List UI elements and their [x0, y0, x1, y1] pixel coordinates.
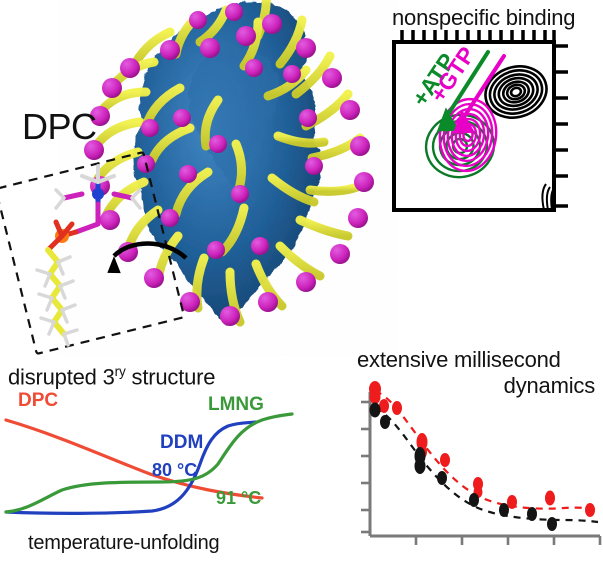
callout-arrow: [107, 241, 188, 274]
spectrum-top-ticks: [400, 30, 556, 42]
label-dpc: DPC: [18, 390, 58, 411]
curve-dpc: [4, 418, 264, 500]
dpc-label: DPC: [22, 106, 97, 147]
gtp-arrow: [452, 54, 506, 134]
thermal-unfolding-svg: DPC DDM 80 °C LMNG 91 °C: [4, 390, 294, 515]
atp-arrow: [436, 50, 490, 132]
data-points-series-1: [369, 381, 595, 517]
relaxation-dispersion-svg: [361, 381, 602, 545]
dpc-molecule-callout: [0, 151, 204, 355]
label-ddm-tm: 80 °C: [152, 460, 197, 480]
thermal-unfolding-chart: DPC DDM 80 °C LMNG 91 °C: [0, 390, 300, 522]
protein-surface: [58, 0, 398, 356]
fit-line-series-1: [374, 389, 599, 512]
dynamics-title-line1: extensive millisecond: [357, 347, 561, 372]
x-ticks: [414, 536, 602, 545]
dpc-molecule-svg: [0, 151, 188, 355]
relaxation-dispersion-chart: [352, 381, 603, 562]
dashed-frame: [0, 151, 185, 355]
label-lmng-tm: 91 °C: [216, 488, 261, 508]
label-ddm: DDM: [160, 432, 203, 453]
nonspecific-binding-spectrum: +ATP +GTP: [384, 0, 603, 248]
y-ticks: [361, 400, 370, 534]
spectrum-right-ticks: [554, 44, 568, 208]
protein-detergent-svg: [58, 0, 398, 356]
dynamics-title-line2: dynamics: [503, 373, 596, 398]
data-points-series-2: [369, 402, 557, 531]
spectrum-svg: +ATP +GTP: [392, 30, 568, 212]
nonspecific-binding-title: nonspecific binding: [392, 5, 576, 30]
unfolding-title-prefix: disrupted 3: [8, 364, 115, 390]
curve-lmng: [4, 412, 294, 514]
unfolding-title-suffix: structure: [125, 364, 216, 390]
protein-detergent-complex-image: [58, 0, 398, 356]
fit-line-series-2: [374, 406, 599, 524]
unfolding-title: disrupted 3ry structure: [8, 364, 216, 390]
baseline-artifact: [541, 183, 554, 211]
apo-contour-peak: [484, 65, 548, 119]
dispersion-axes: [361, 392, 602, 545]
label-lmng: LMNG: [208, 394, 264, 415]
unfolding-title-superscript: ry: [114, 364, 126, 379]
unfolding-xaxis-label: temperature-unfolding: [28, 532, 220, 554]
